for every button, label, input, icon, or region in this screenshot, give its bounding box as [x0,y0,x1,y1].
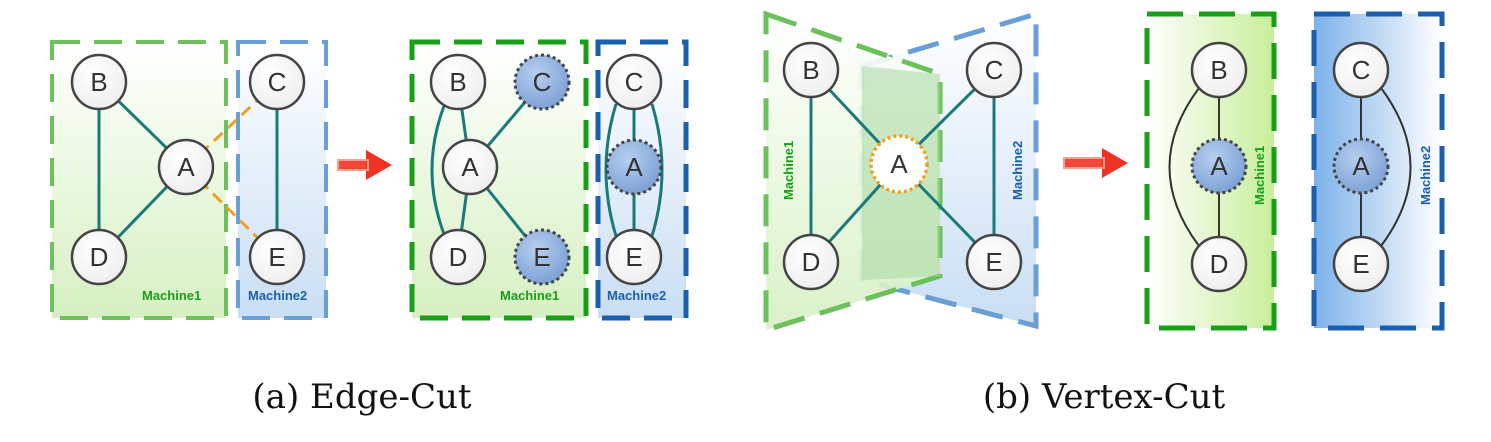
edge-b-d-curve [1168,87,1200,247]
node-label: D [802,247,821,277]
node-label: B [90,67,107,97]
node-c: C [248,53,306,111]
machine1-label: Machine1 [1252,146,1267,205]
node-label: A [461,152,479,182]
machine1-label: Machine1 [781,141,796,200]
node-c: C [605,53,663,111]
node-a-cut: A [869,134,929,194]
node-label: C [1352,55,1371,85]
edge-c-e-curve [1380,87,1412,247]
node-label: C [533,67,552,97]
node-a: A [441,138,499,196]
node-label: B [1210,55,1227,85]
node-a-replica: A [1332,137,1390,195]
node-b: B [429,53,487,111]
node-d: D [1190,235,1248,293]
node-label: E [985,247,1002,277]
edge-b-d-curve-left [430,105,446,235]
edge-cut-after: B C A D E C A E Machine1 [409,39,689,321]
caption-vertex-cut: (b) Vertex-Cut [983,377,1226,417]
machine1-label: Machine1 [500,288,559,303]
node-c: C [965,41,1023,99]
node-d: D [70,228,128,286]
node-e: E [605,228,663,286]
node-c-ghost: C [513,53,571,111]
node-label: D [1210,249,1229,279]
node-e: E [1332,235,1390,293]
machine2-label: Machine2 [1418,146,1433,205]
node-label: B [802,55,819,85]
node-label: E [625,242,642,272]
node-b: B [1190,41,1248,99]
node-label: A [1210,151,1228,181]
arrow-right-icon [337,150,392,180]
arrow-right-icon [1063,148,1128,178]
node-a-replica: A [1190,137,1248,195]
machine2-label: Machine2 [607,288,666,303]
node-d: D [429,228,487,286]
node-e-ghost: E [513,228,571,286]
node-a: A [157,138,215,196]
node-label: E [268,242,285,272]
node-d: D [782,233,840,291]
node-label: A [890,149,908,179]
node-b: B [70,53,128,111]
node-label: C [268,67,287,97]
node-label: D [449,242,468,272]
machine2-label: Machine2 [248,288,307,303]
edge-cut-before: B D A C E Machine1 Machine2 [50,40,328,320]
node-e: E [965,233,1023,291]
node-b: B [782,41,840,99]
node-label: C [985,55,1004,85]
node-a-ghost: A [605,138,663,196]
node-label: A [625,152,643,182]
caption-edge-cut: (a) Edge-Cut [252,377,471,417]
node-label: E [533,242,550,272]
edge-c-e-curve-left [604,103,618,237]
node-e: E [248,228,306,286]
node-c: C [1332,41,1390,99]
node-label: C [625,67,644,97]
node-label: A [177,152,195,182]
node-label: A [1352,151,1370,181]
node-label: B [449,67,466,97]
machine2-label: Machine2 [1010,141,1025,200]
node-label: D [90,242,109,272]
node-label: E [1352,249,1369,279]
vertex-cut-before: B D A C E Machine1 Machine2 [763,10,1039,334]
machine1-label: Machine1 [142,288,201,303]
vertex-cut-after: B A D C A E Machine1 Machine2 [1144,11,1445,331]
